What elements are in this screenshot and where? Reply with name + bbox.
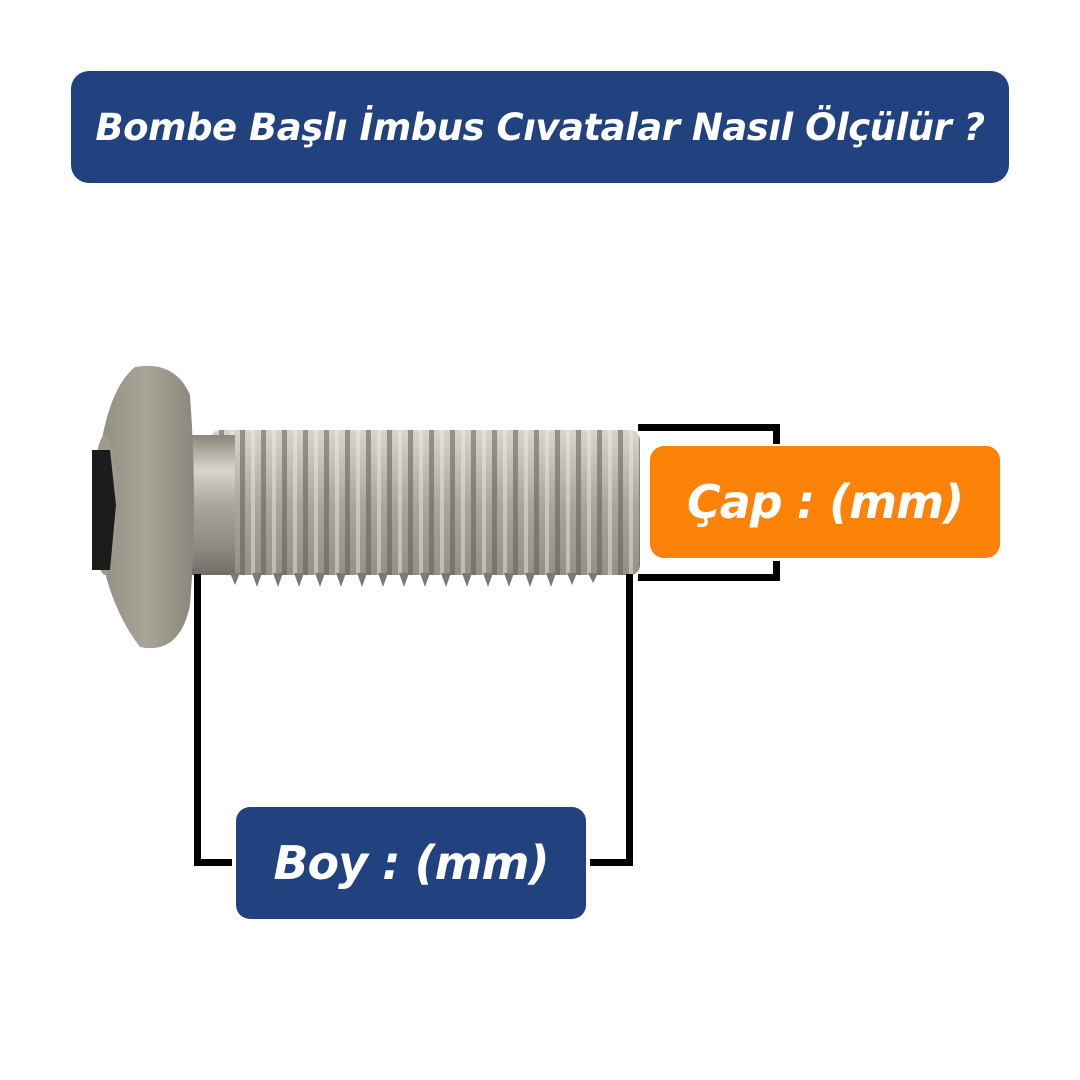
diameter-label: Çap : (mm) [686, 475, 964, 529]
diameter-bracket-top [638, 424, 780, 431]
diameter-bracket-bottom [638, 574, 780, 581]
bolt-image [92, 365, 640, 649]
length-bracket-left-foot [194, 859, 232, 866]
diameter-bracket-bottom-tick [773, 561, 780, 581]
length-bracket-left [194, 574, 201, 866]
diameter-bracket-top-tick [773, 424, 780, 444]
length-label: Boy : (mm) [273, 836, 550, 890]
page-title: Bombe Başlı İmbus Cıvatalar Nasıl Ölçülü… [95, 105, 985, 149]
length-bracket-right [626, 574, 633, 866]
length-bracket-right-foot [590, 859, 633, 866]
length-label-box: Boy : (mm) [236, 807, 586, 919]
title-banner: Bombe Başlı İmbus Cıvatalar Nasıl Ölçülü… [71, 71, 1009, 183]
diameter-label-box: Çap : (mm) [650, 446, 1000, 558]
